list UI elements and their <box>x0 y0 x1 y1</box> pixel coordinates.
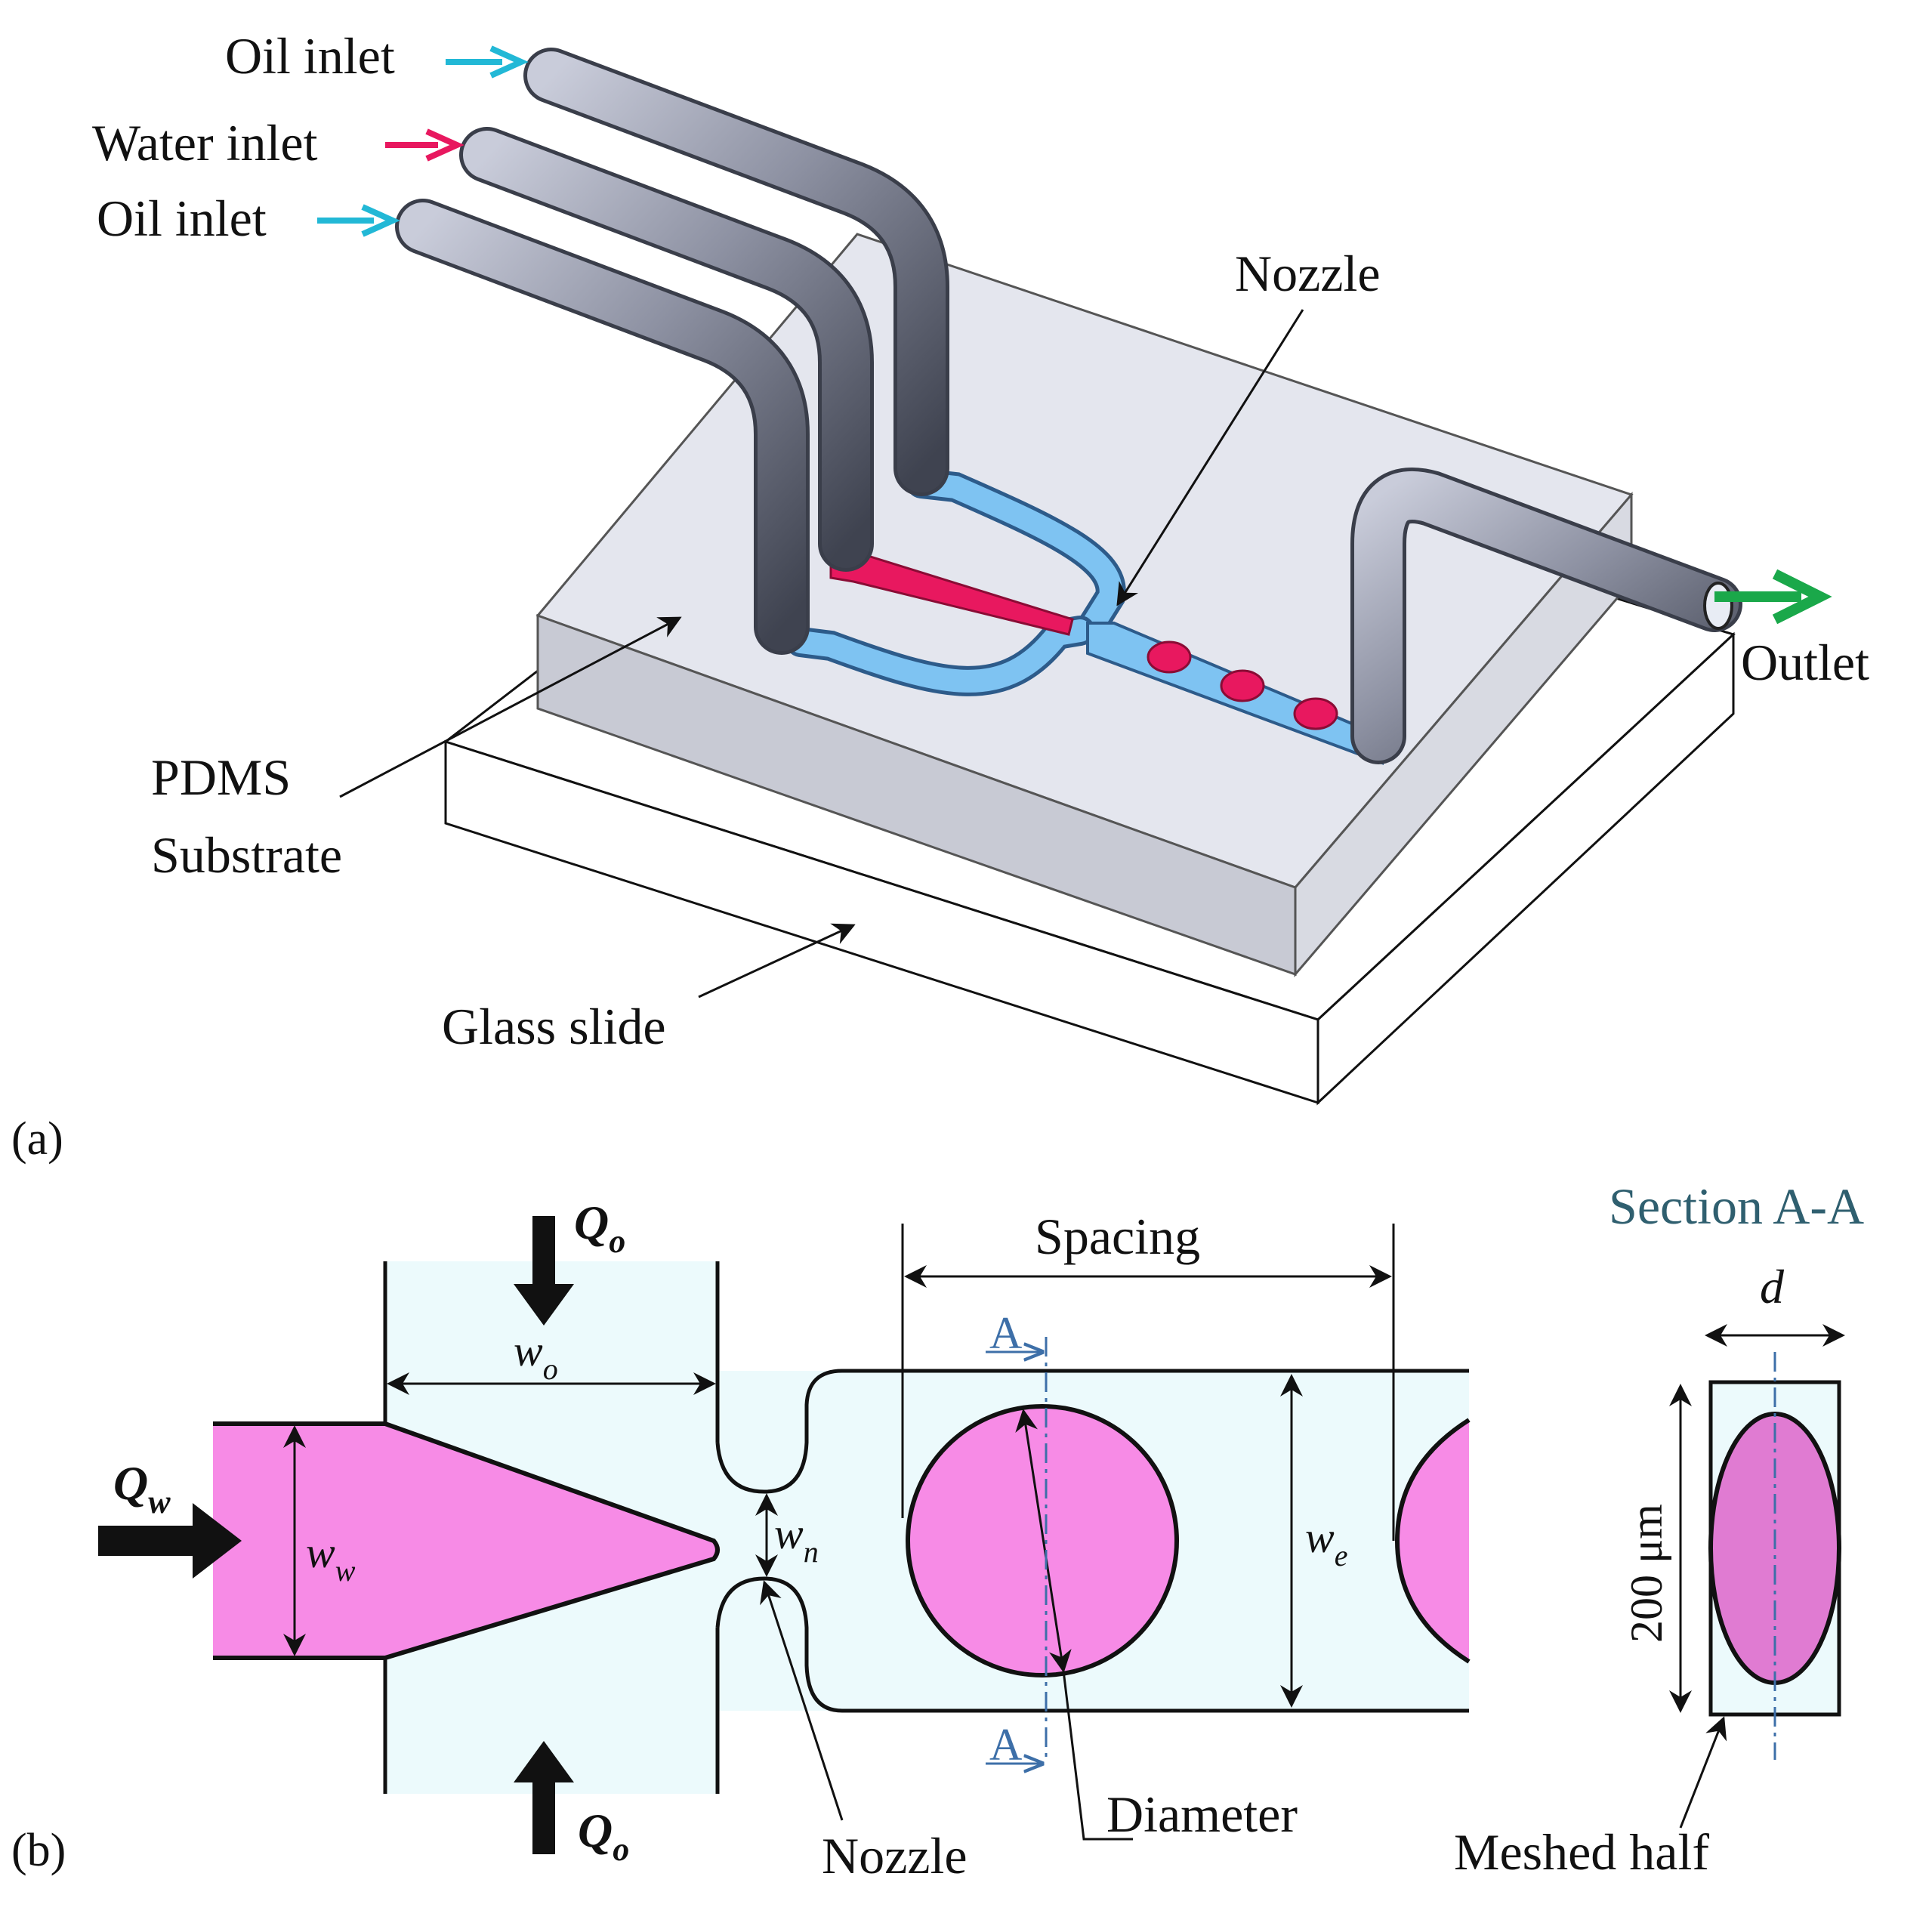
pdms-leader <box>339 616 682 798</box>
water-thread <box>213 1424 718 1658</box>
w-w-label: ww <box>306 1528 356 1588</box>
water-inlet-label: Water inlet <box>92 114 318 171</box>
glass-leader <box>698 923 856 998</box>
diameter-dim <box>1015 1409 1072 1673</box>
d-label: d <box>1760 1260 1785 1313</box>
droplet-1 <box>1147 640 1192 674</box>
oil-inlet-bottom-label: Oil inlet <box>97 190 267 247</box>
q-w-arrow <box>98 1503 242 1579</box>
oil-inlet-top-label: Oil inlet <box>225 27 395 85</box>
w-n-label: wn <box>774 1509 819 1569</box>
section-mark-top: A <box>989 1308 1022 1358</box>
height-label: 200 μm <box>1622 1504 1671 1643</box>
droplet-3 <box>1293 697 1338 730</box>
spacing-label: Spacing <box>1035 1208 1200 1265</box>
w-o-label: wo <box>514 1326 558 1386</box>
nozzle-leader-a <box>1116 309 1304 606</box>
section-mark-bottom: A <box>989 1720 1022 1770</box>
panel-a-label: (a) <box>11 1113 63 1165</box>
droplet-next <box>1394 1418 1471 1664</box>
oil-inlet-top-arrow <box>446 45 529 79</box>
panel-a: Oil inlet Water inlet Oil inlet Nozzle O… <box>11 27 1869 1165</box>
meshed-half-label: Meshed half <box>1454 1823 1709 1881</box>
q-o-top-label: Qo <box>574 1196 625 1260</box>
meshed-half-leader <box>1679 1716 1727 1829</box>
diameter-label: Diameter <box>1106 1785 1298 1843</box>
section-title: Section A-A <box>1609 1177 1864 1235</box>
water-inlet-arrow <box>385 128 464 162</box>
droplet-2 <box>1220 669 1265 702</box>
substrate-label: Substrate <box>151 826 342 884</box>
oil-inlet-bottom-arrow <box>317 204 400 237</box>
tubes <box>395 48 1742 764</box>
nozzle-leader-b <box>760 1580 844 1821</box>
q-o-bottom-label: Qo <box>578 1804 629 1868</box>
panel-b: Qo Qo Qw wo ww wn we Spacing A A Diamete… <box>11 1177 1864 1884</box>
q-o-bottom-arrow <box>514 1741 574 1854</box>
glass-slide-label: Glass slide <box>442 998 666 1055</box>
w-e-label: we <box>1305 1513 1347 1573</box>
nozzle-label-b: Nozzle <box>822 1827 968 1884</box>
channel-walls <box>383 1261 1469 1794</box>
panel-b-label: (b) <box>11 1825 66 1876</box>
outlet-arrow <box>1714 569 1832 625</box>
q-w-label: Qw <box>113 1456 171 1520</box>
q-o-top-arrow <box>514 1216 574 1326</box>
channel-network <box>785 468 1384 765</box>
pdms-label: PDMS <box>151 748 291 806</box>
diameter-leader <box>1062 1670 1133 1841</box>
outlet-label: Outlet <box>1741 634 1869 691</box>
nozzle-label-a: Nozzle <box>1235 245 1381 302</box>
